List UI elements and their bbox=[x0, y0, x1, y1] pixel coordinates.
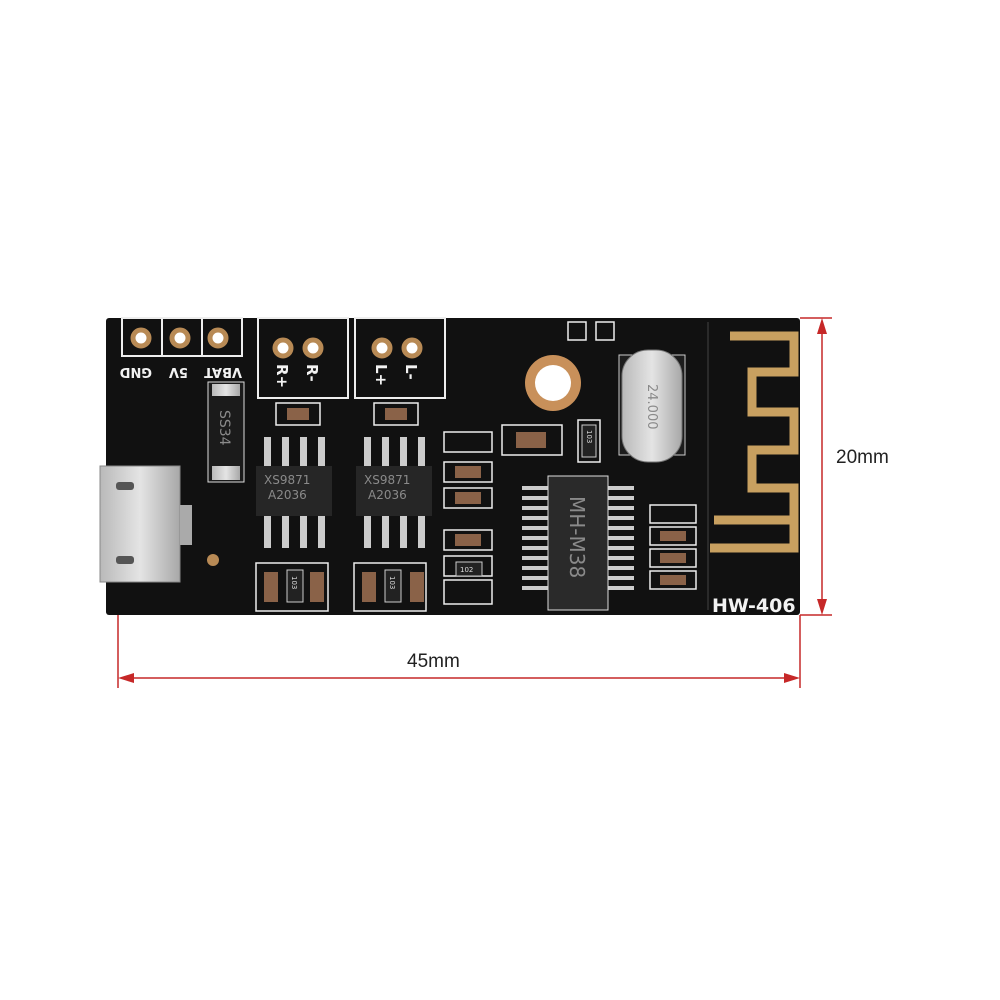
label-r-minus: R- bbox=[303, 364, 321, 382]
board-model-label: HW-406 bbox=[712, 595, 796, 617]
amp-chip-right: XS9871 A2036 bbox=[256, 437, 332, 548]
resistor-marking: 103 bbox=[585, 430, 593, 443]
label-l-plus: L+ bbox=[372, 364, 390, 386]
solder-pads bbox=[130, 327, 423, 359]
passive-components bbox=[255, 321, 697, 612]
width-dimension-label: 45mm bbox=[407, 651, 460, 672]
amp-chip-marking: A2036 bbox=[368, 488, 407, 502]
crystal-oscillator: 24.000 bbox=[618, 349, 686, 463]
amp-chip-marking: A2036 bbox=[268, 488, 307, 502]
height-dimension-label: 20mm bbox=[836, 447, 889, 468]
bluetooth-chip: MH-M38 bbox=[522, 475, 634, 611]
amp-chip-left: XS9871 A2036 bbox=[356, 437, 432, 548]
power-header bbox=[121, 317, 446, 399]
diode-ss34: SS34 bbox=[207, 381, 245, 483]
label-5v: 5V bbox=[169, 364, 188, 379]
diode-marking: SS34 bbox=[216, 410, 232, 446]
label-gnd: GND bbox=[119, 364, 152, 379]
dimension-lines bbox=[117, 317, 832, 688]
pcb-antenna bbox=[710, 331, 799, 553]
label-l-minus: L- bbox=[402, 364, 420, 380]
resistor-marking: 103 bbox=[290, 576, 298, 589]
bt-chip-marking: MH-M38 bbox=[565, 496, 589, 578]
amp-chip-marking: XS9871 bbox=[264, 473, 310, 487]
micro-usb-port bbox=[99, 465, 192, 583]
label-r-plus: R+ bbox=[273, 364, 291, 388]
crystal-marking: 24.000 bbox=[644, 384, 659, 430]
resistor-marking: 103 bbox=[388, 576, 396, 589]
label-vbat: VBAT bbox=[204, 364, 242, 379]
amp-chip-marking: XS9871 bbox=[364, 473, 410, 487]
resistor-marking: 102 bbox=[460, 566, 473, 574]
